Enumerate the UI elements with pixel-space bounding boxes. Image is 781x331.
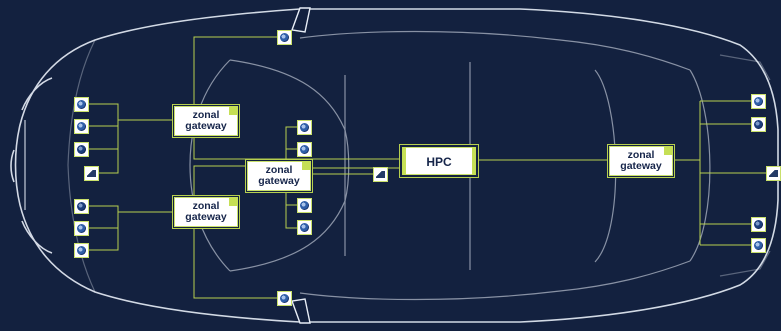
sensor-icon	[300, 145, 309, 154]
accent-tab	[664, 146, 673, 155]
sensor-icon	[300, 223, 309, 232]
sensor-icon	[754, 97, 763, 106]
sensor-icon	[754, 241, 763, 250]
hpc-label: HPC	[426, 155, 452, 169]
ecu-sensor-icon	[751, 238, 766, 253]
chip-glyph-icon	[87, 170, 96, 177]
ecu-sensor-icon	[277, 291, 292, 306]
ecu-sensor-icon	[74, 243, 89, 258]
sensor-icon	[77, 202, 86, 211]
ecu-sensor-icon	[751, 94, 766, 109]
chip-icon	[373, 167, 388, 182]
wiring-harness	[89, 36, 768, 299]
chip-icon	[84, 166, 99, 181]
chip-glyph-icon	[376, 171, 385, 178]
car-cabin-lines	[67, 30, 771, 301]
sensor-icon	[280, 294, 289, 303]
ecu-sensor-icon	[297, 120, 312, 135]
ecu-sensor-icon	[277, 30, 292, 45]
sensor-icon	[77, 224, 86, 233]
ecu-sensor-icon	[74, 142, 89, 157]
chip-glyph-icon	[769, 170, 778, 177]
sensor-icon	[77, 100, 86, 109]
ecu-sensor-icon	[297, 220, 312, 235]
accent-tab	[229, 197, 238, 206]
sensor-icon	[754, 220, 763, 229]
ecu-sensor-icon	[74, 119, 89, 134]
sensor-icon	[754, 120, 763, 129]
sensor-icon	[300, 201, 309, 210]
sensor-icon	[280, 33, 289, 42]
chip-icon	[766, 166, 781, 181]
sensor-icon	[77, 246, 86, 255]
accent-tab	[229, 106, 238, 115]
car-body-outline	[10, 8, 779, 323]
ecu-sensor-icon	[74, 97, 89, 112]
sensor-icon	[77, 122, 86, 131]
accent-tab-left	[402, 147, 406, 175]
sensor-icon	[300, 123, 309, 132]
hpc-box: HPC	[402, 147, 476, 175]
accent-tab	[302, 161, 311, 170]
sensor-icon	[77, 145, 86, 154]
ecu-sensor-icon	[297, 142, 312, 157]
ecu-sensor-icon	[74, 221, 89, 236]
side-mirrors	[291, 7, 311, 324]
ecu-sensor-icon	[297, 198, 312, 213]
ecu-sensor-icon	[74, 199, 89, 214]
accent-tab-right	[472, 147, 476, 175]
ecu-sensor-icon	[751, 117, 766, 132]
ecu-sensor-icon	[751, 217, 766, 232]
